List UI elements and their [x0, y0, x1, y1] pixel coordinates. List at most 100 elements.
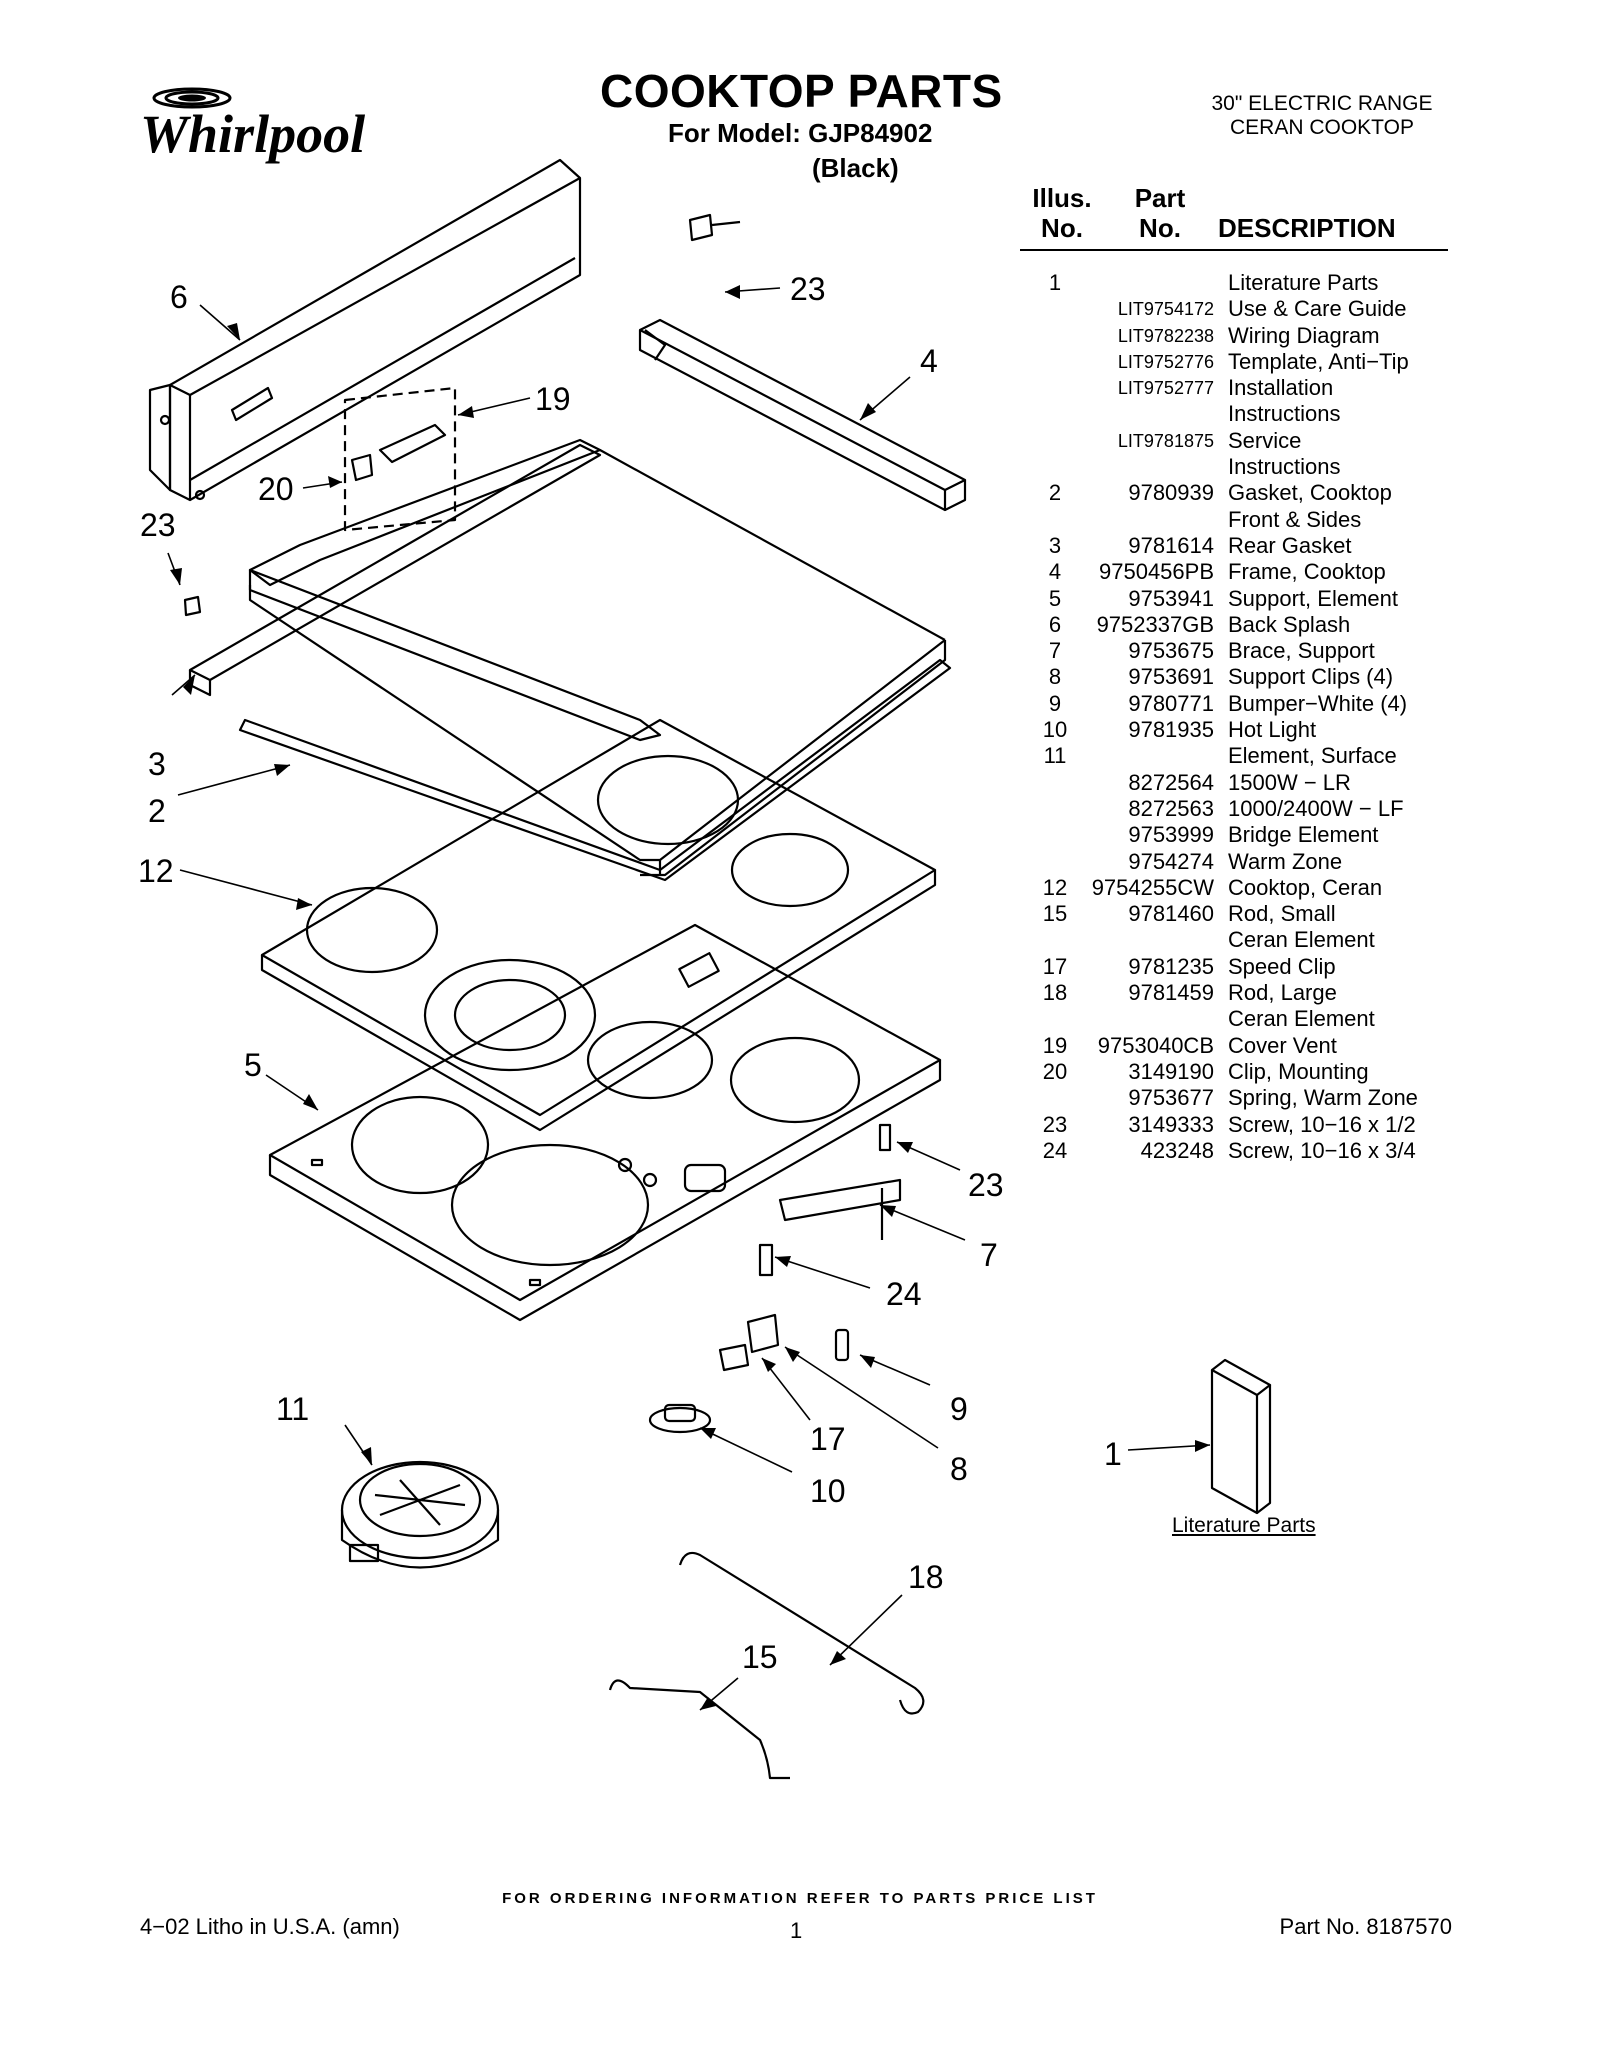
page-number: 1 — [790, 1918, 803, 1943]
part-no-cell: 9781614 — [1128, 532, 1214, 558]
description-cell: Template, Anti−Tip — [1228, 348, 1409, 374]
callout-24: 24 — [886, 1276, 922, 1312]
parts-row: Instructions — [1020, 454, 1460, 480]
callout-5: 5 — [244, 1047, 262, 1083]
literature-drawing — [1210, 1358, 1272, 1515]
callout-10: 10 — [810, 1473, 846, 1509]
part-no-cell: 9754255CW — [1091, 874, 1214, 900]
brand-text: Whirlpool — [140, 104, 365, 164]
part-no-cell: 9781459 — [1128, 980, 1214, 1006]
description-cell: Installation — [1228, 375, 1334, 401]
range-description: 30" ELECTRIC RANGE CERAN COOKTOP — [1192, 92, 1452, 140]
description-cell: Literature Parts — [1228, 270, 1379, 295]
part-no-cell: LIT9752776 — [1117, 351, 1214, 372]
callout-7: 7 — [980, 1237, 998, 1273]
parts-row: 9753999 Bridge Element — [1020, 822, 1460, 848]
callout-8: 8 — [950, 1451, 968, 1487]
part-no-cell: 3149190 — [1128, 1058, 1214, 1084]
callout-23-right: 23 — [968, 1167, 1004, 1203]
litho-note: 4−02 Litho in U.S.A. (amn) — [140, 1914, 400, 1939]
part-no-cell: 9781935 — [1128, 717, 1214, 743]
description-cell: Front & Sides — [1228, 506, 1362, 532]
illus-no-cell: 2 — [1048, 480, 1062, 506]
callout-2: 2 — [148, 793, 166, 829]
description-cell: Rod, Small — [1228, 901, 1336, 927]
header-part-no: Part No. — [1134, 183, 1186, 243]
callout-23-left: 23 — [140, 507, 176, 543]
illus-no-cell: 20 — [1042, 1058, 1068, 1084]
description-cell: Frame, Cooktop — [1228, 559, 1386, 585]
description-cell: Clip, Mounting — [1228, 1058, 1369, 1084]
parts-row: 10 9781935 Hot Light — [1020, 717, 1460, 743]
part-no-cell: 9780939 — [1128, 480, 1214, 506]
callout-6: 6 — [170, 279, 188, 315]
callout-19: 19 — [535, 381, 571, 417]
illus-no-cell: 11 — [1043, 743, 1067, 769]
description-cell: Ceran Element — [1228, 927, 1375, 953]
screws-drawing — [183, 213, 892, 1277]
callout-4: 4 — [920, 343, 938, 379]
illus-no-cell: 6 — [1048, 611, 1062, 637]
description-cell: Warm Zone — [1228, 848, 1343, 874]
part-no-cell: 9753999 — [1128, 822, 1214, 848]
description-cell: Gasket, Cooktop — [1228, 480, 1392, 506]
parts-row: Front & Sides — [1020, 507, 1460, 533]
element-support-drawing — [268, 923, 942, 1322]
part-no-cell: 9752337GB — [1096, 611, 1214, 637]
literature-parts-caption: Literature Parts — [1172, 1514, 1316, 1537]
callout-12: 12 — [138, 853, 174, 889]
part-no-cell: 423248 — [1140, 1137, 1214, 1163]
description-cell: Brace, Support — [1228, 638, 1375, 664]
rear-gasket-drawing — [188, 443, 602, 697]
parts-row: LIT9752776 Template, Anti−Tip — [1020, 349, 1460, 375]
description-cell: Cover Vent — [1228, 1032, 1337, 1058]
description-cell: Bridge Element — [1228, 822, 1379, 848]
description-cell: Hot Light — [1228, 717, 1317, 743]
rods-drawing — [608, 1551, 925, 1780]
description-cell: Wiring Diagram — [1228, 322, 1380, 348]
illus-no-cell: 10 — [1042, 717, 1068, 743]
part-no-cell: 9753677 — [1128, 1085, 1214, 1111]
part-number: Part No. 8187570 — [1279, 1914, 1452, 1939]
description-cell: Screw, 10−16 x 3/4 — [1228, 1137, 1416, 1163]
illus-no-cell: 19 — [1042, 1032, 1068, 1058]
illus-no-cell: 17 — [1042, 953, 1068, 979]
callout-9: 9 — [950, 1391, 968, 1427]
callout-23-top: 23 — [790, 271, 826, 307]
description-cell: Rod, Large — [1228, 980, 1337, 1006]
description-cell: Bumper−White (4) — [1228, 690, 1408, 716]
description-cell: Ceran Element — [1228, 1006, 1375, 1032]
callout-20: 20 — [258, 471, 294, 507]
illus-no-cell: 8 — [1048, 664, 1062, 690]
leader-lines — [167, 287, 1211, 1711]
callout-15: 15 — [742, 1639, 778, 1675]
ordering-note: FOR ORDERING INFORMATION REFER TO PARTS … — [502, 1890, 1098, 1907]
illus-no-cell: 4 — [1048, 559, 1062, 585]
description-cell: Rear Gasket — [1228, 532, 1352, 558]
part-no-cell: 8272563 — [1128, 795, 1214, 821]
surface-element-drawing — [340, 1460, 500, 1569]
back-splash-drawing — [148, 158, 582, 502]
illus-no-cell: 18 — [1042, 980, 1068, 1006]
part-no-cell: 9781235 — [1128, 953, 1214, 979]
header-description: DESCRIPTION — [1218, 213, 1396, 243]
part-no-cell: 9753691 — [1128, 664, 1214, 690]
part-no-cell: 9780771 — [1128, 690, 1214, 716]
description-cell: Instructions — [1228, 454, 1341, 480]
